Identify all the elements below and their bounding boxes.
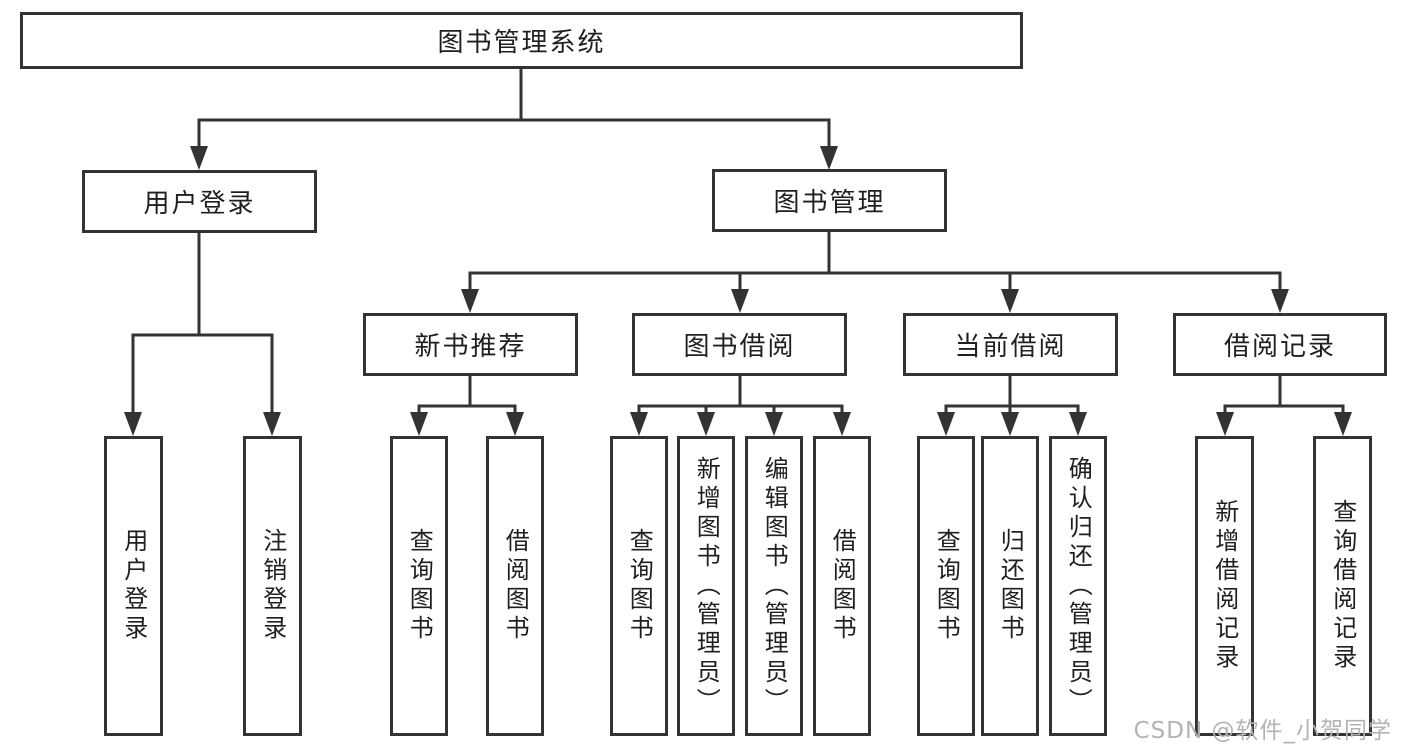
node-current-borrow: 当前借阅 bbox=[903, 313, 1118, 376]
leaf-logout: 注销登录 bbox=[243, 436, 302, 736]
node-label: 图书管理 bbox=[773, 188, 886, 218]
node-label: 新书推荐 bbox=[414, 332, 527, 362]
leaf-query-borrow-record: 查询借阅记录 bbox=[1313, 436, 1372, 736]
node-new-book-recommend: 新书推荐 bbox=[363, 313, 578, 376]
node-label: 当前借阅 bbox=[954, 332, 1067, 362]
node-label: 新增借阅记录 bbox=[1210, 499, 1239, 673]
node-label: 借阅图书 bbox=[828, 528, 857, 644]
node-label: 编辑图书（管理员） bbox=[760, 455, 789, 717]
node-label: 新增图书（管理员） bbox=[692, 455, 721, 717]
leaf-borrow-books-recommend: 借阅图书 bbox=[486, 436, 544, 736]
node-library-system: 图书管理系统 bbox=[20, 12, 1023, 69]
node-label: 注销登录 bbox=[258, 528, 287, 644]
leaf-query-books-borrow: 查询图书 bbox=[610, 436, 668, 736]
leaf-confirm-return-admin: 确认归还（管理员） bbox=[1049, 436, 1107, 736]
leaf-return-books: 归还图书 bbox=[981, 436, 1039, 736]
node-label: 用户登录 bbox=[119, 528, 148, 644]
leaf-add-borrow-record: 新增借阅记录 bbox=[1195, 436, 1254, 736]
node-label: 图书借阅 bbox=[683, 332, 796, 362]
node-label: 用户登录 bbox=[143, 189, 256, 219]
leaf-borrow-books: 借阅图书 bbox=[813, 436, 871, 736]
node-label: 查询图书 bbox=[625, 528, 654, 644]
leaf-edit-books-admin: 编辑图书（管理员） bbox=[745, 436, 803, 736]
node-label: 确认归还（管理员） bbox=[1064, 455, 1093, 717]
node-label: 查询借阅记录 bbox=[1328, 499, 1357, 673]
node-book-borrow: 图书借阅 bbox=[632, 313, 847, 376]
node-book-management: 图书管理 bbox=[712, 169, 947, 232]
leaf-user-login: 用户登录 bbox=[104, 436, 163, 736]
node-user-login: 用户登录 bbox=[82, 170, 317, 233]
leaf-query-books-recommend: 查询图书 bbox=[390, 436, 448, 736]
node-label: 借阅图书 bbox=[501, 528, 530, 644]
node-label: 查询图书 bbox=[405, 528, 434, 644]
node-label: 图书管理系统 bbox=[437, 28, 606, 58]
leaf-add-books-admin: 新增图书（管理员） bbox=[677, 436, 735, 736]
node-label: 查询图书 bbox=[932, 528, 961, 644]
watermark: CSDN @软件_小贺同学 bbox=[1133, 718, 1392, 744]
leaf-query-books-current: 查询图书 bbox=[917, 436, 975, 736]
node-label: 归还图书 bbox=[996, 528, 1025, 644]
node-borrow-records: 借阅记录 bbox=[1173, 313, 1387, 376]
node-label: 借阅记录 bbox=[1223, 332, 1336, 362]
